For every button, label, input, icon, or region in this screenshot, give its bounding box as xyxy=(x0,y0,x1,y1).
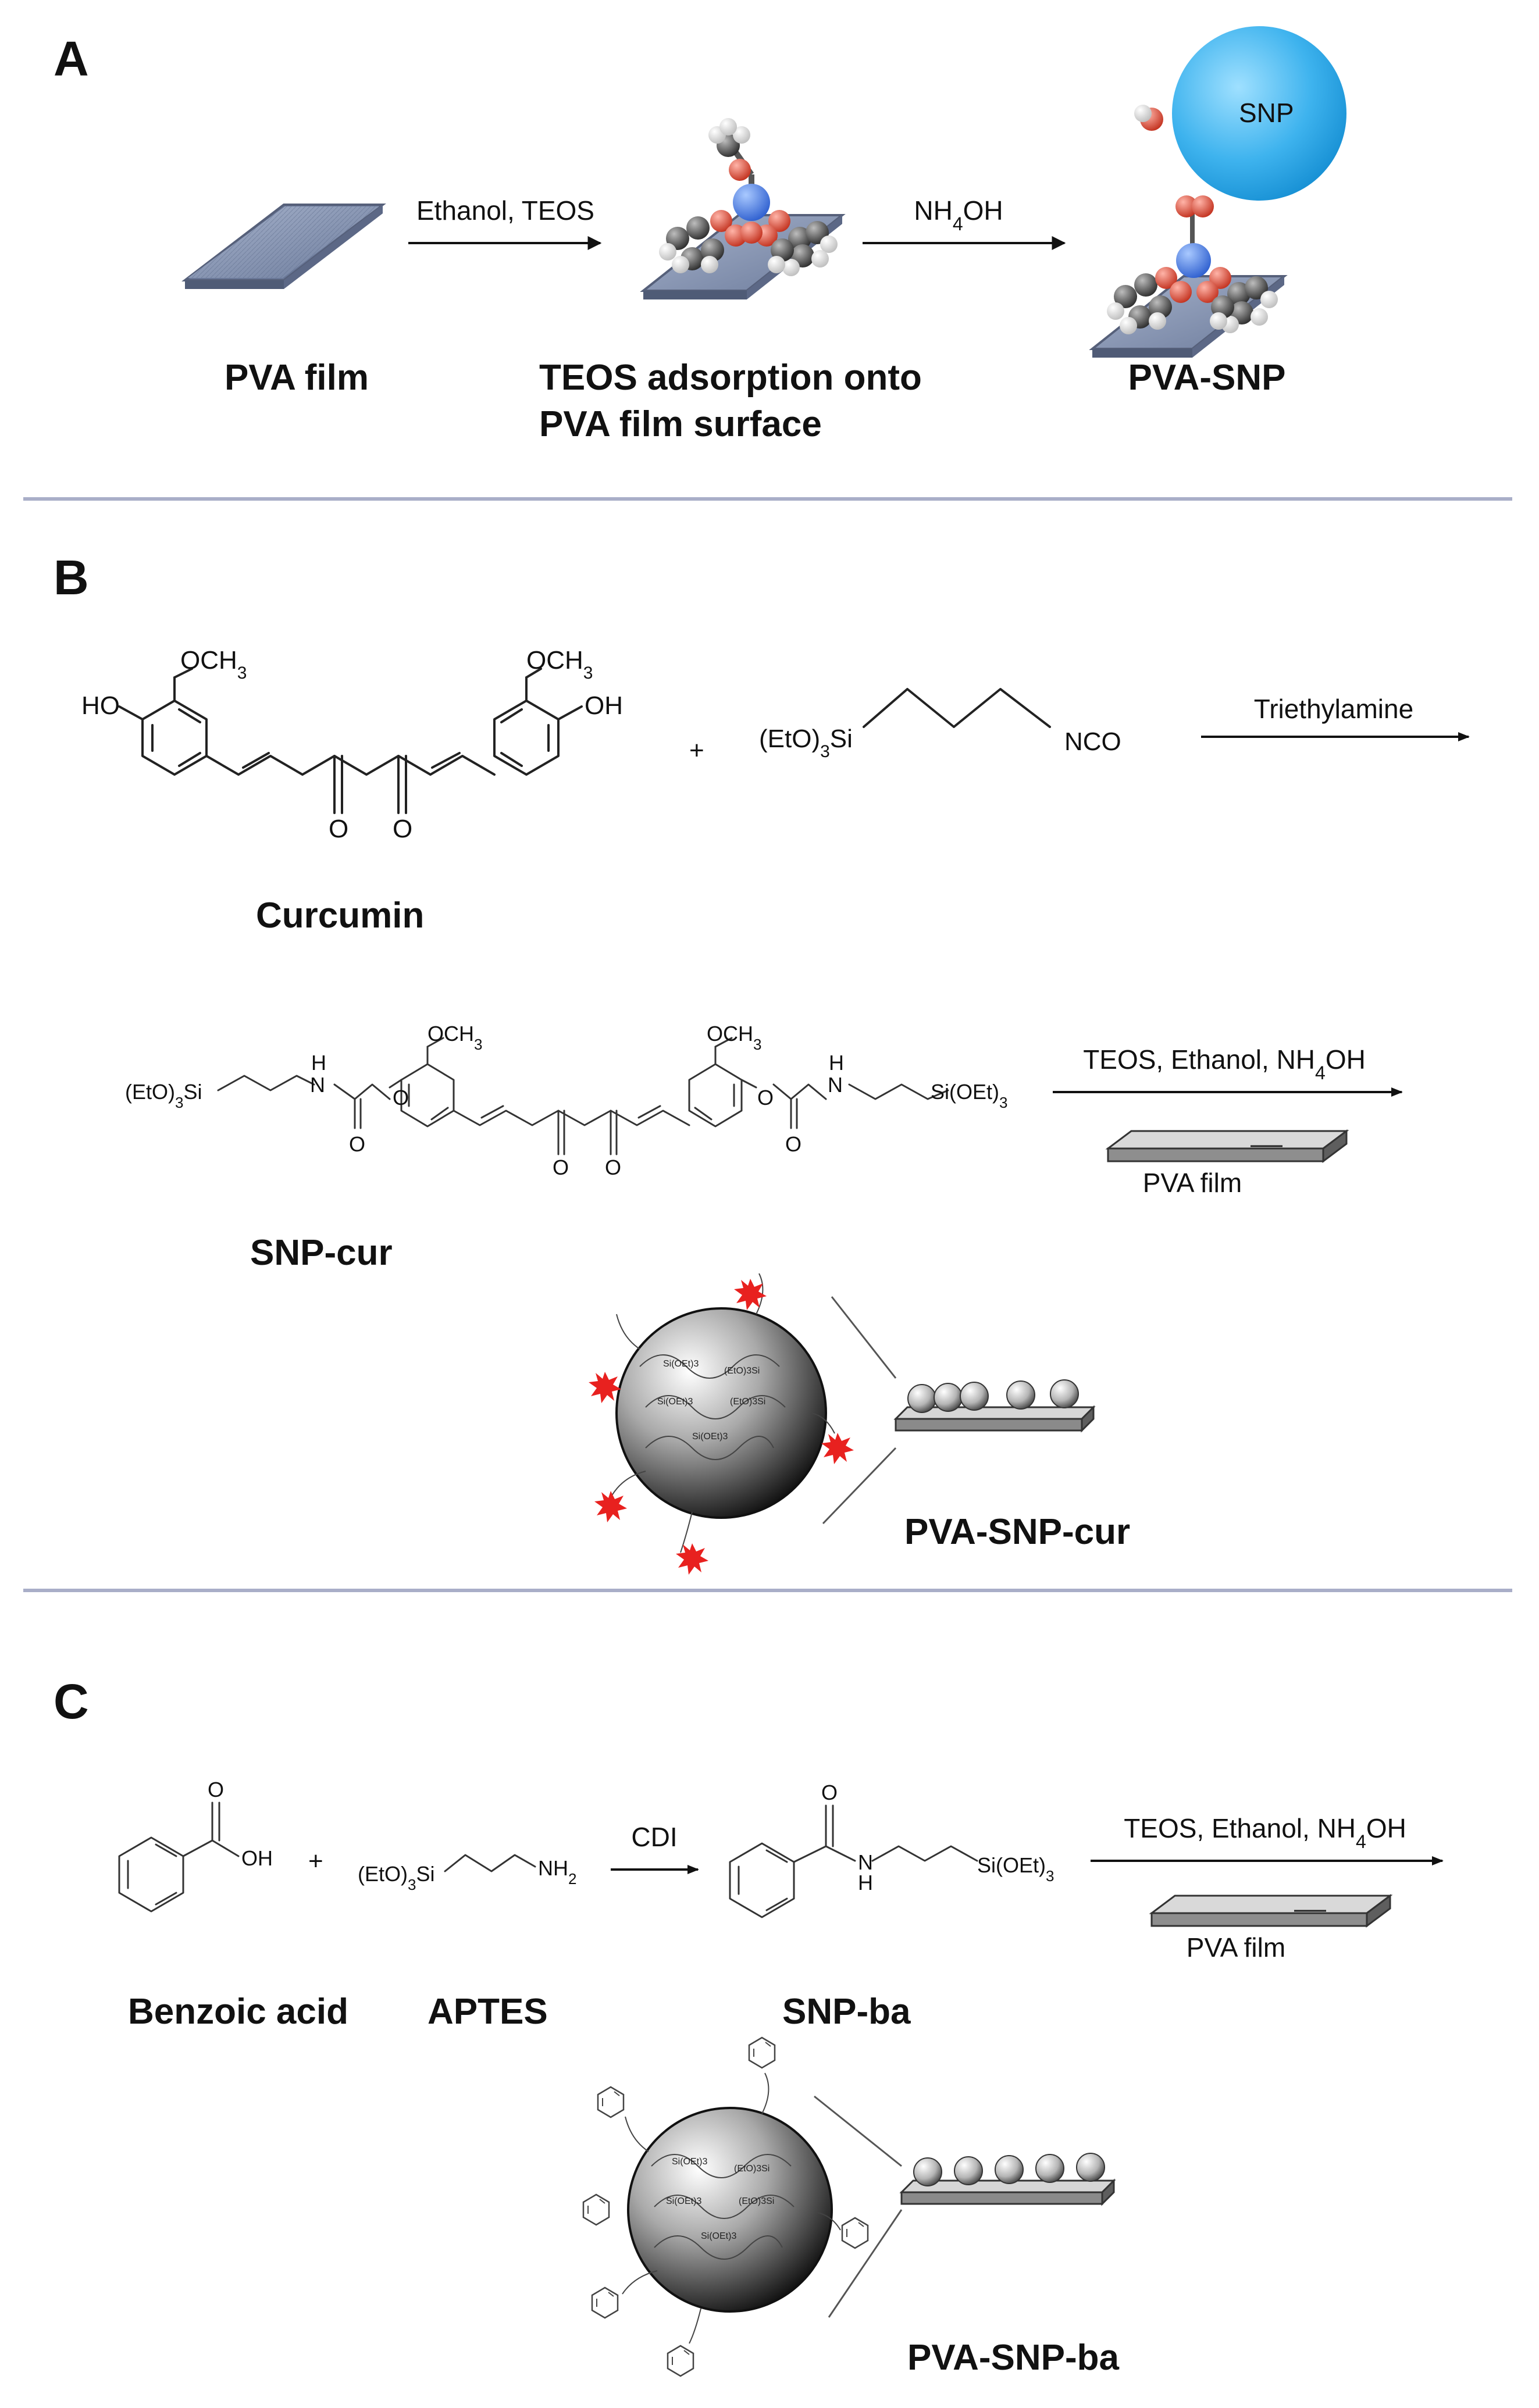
benzoic-oh: OH xyxy=(241,1846,273,1870)
pva-film-plain xyxy=(181,204,386,289)
label-pva-snp: PVA-SNP xyxy=(1128,358,1285,398)
pva-film-with-beads-b xyxy=(893,1379,1096,1433)
conj-o-mid1: O xyxy=(553,1155,569,1179)
conj-left-si: (EtO)3Si xyxy=(125,1080,202,1111)
isocyanate-silane xyxy=(863,688,1051,728)
coupling-label: CDI xyxy=(631,1822,677,1852)
snpba-si: Si(OEt)3 xyxy=(977,1853,1054,1885)
conj-o-mid2: O xyxy=(605,1155,621,1179)
snp-ba-sphere: Si(OEt)3 (EtO)3Si Si(OEt)3 (EtO)3Si Si(O… xyxy=(582,2036,903,2377)
conj-right-si: Si(OEt)3 xyxy=(931,1080,1007,1111)
label-curcumin: Curcumin xyxy=(256,896,424,936)
b-sphere-t4: (EtO)3Si xyxy=(730,1397,765,1407)
label-snp-cur: SNP-cur xyxy=(250,1233,393,1273)
b-sphere-t3: Si(OEt)3 xyxy=(657,1397,693,1407)
step1-reagents: Ethanol, TEOS xyxy=(416,195,594,226)
c-film-label: PVA film xyxy=(1187,1932,1285,1963)
curcumin-oh: OH xyxy=(585,691,623,720)
label-benzoic-acid: Benzoic acid xyxy=(128,1992,348,2032)
conj-left-o: O xyxy=(349,1132,365,1156)
panel-label-a: A xyxy=(54,31,89,86)
curcumin-ho: HO xyxy=(81,691,120,720)
label-aptes: APTES xyxy=(428,1992,548,2032)
b-film-icon xyxy=(1107,1130,1348,1162)
conj-left-n: N xyxy=(310,1073,325,1097)
label-pva-snp-cur: PVA-SNP-cur xyxy=(904,1512,1130,1552)
snp-cur-sphere: Si(OEt)3 (EtO)3Si Si(OEt)3 (EtO)3Si Si(O… xyxy=(589,1273,897,1575)
benzoic-o: O xyxy=(208,1778,224,1801)
conj-och3-left: OCH3 xyxy=(428,1022,482,1053)
curcumin-structure xyxy=(118,668,583,814)
c-sphere-t1: Si(OEt)3 xyxy=(672,2157,707,2167)
snpba-o: O xyxy=(821,1781,838,1804)
label-pva-snp-ba: PVA-SNP-ba xyxy=(907,2338,1120,2378)
snp-ba-structure xyxy=(729,1804,978,1918)
c-sphere-t4: (EtO)3Si xyxy=(739,2196,774,2206)
snp-cur-conjugate xyxy=(217,1037,949,1155)
plus-c: + xyxy=(308,1847,323,1875)
b-sphere-t5: Si(OEt)3 xyxy=(692,1432,728,1442)
panel-label-b: B xyxy=(54,550,89,605)
curcumin-o2: O xyxy=(393,815,412,843)
isocyanate-nco: NCO xyxy=(1064,727,1121,756)
snp-label: SNP xyxy=(1239,98,1294,128)
conj-right-o: O xyxy=(757,1086,774,1110)
snpba-h: H xyxy=(858,1871,873,1895)
c-sphere-t3: Si(OEt)3 xyxy=(666,2196,701,2206)
conj-right-o2: O xyxy=(785,1132,801,1156)
catalyst-label: Triethylamine xyxy=(1254,694,1413,724)
teos-adsorbed-film xyxy=(640,118,846,299)
label-teos-line1: TEOS adsorption onto xyxy=(539,358,922,398)
snpba-n: N xyxy=(858,1850,873,1874)
c-sphere-t2: (EtO)3Si xyxy=(734,2164,770,2174)
curcumin-och3-left: OCH3 xyxy=(180,646,247,683)
snp-sphere xyxy=(1172,26,1346,201)
aptes-si: (EtO)3Si xyxy=(358,1862,434,1893)
pva-snp-assembly: SNP xyxy=(1089,26,1346,358)
step2-reagents: NH4OH xyxy=(914,195,1003,234)
b-step-reagents: TEOS, Ethanol, NH4OH xyxy=(1083,1044,1366,1083)
label-snp-ba: SNP-ba xyxy=(782,1992,911,2032)
conj-left-h: H xyxy=(311,1051,326,1075)
curcumin-o1: O xyxy=(329,815,348,843)
isocyanate-si: (EtO)3Si xyxy=(759,725,853,761)
pva-film-with-beads-c xyxy=(899,2153,1116,2206)
c-film-icon xyxy=(1150,1895,1391,1927)
b-film-label: PVA film xyxy=(1143,1168,1242,1198)
plus-b: + xyxy=(689,736,704,765)
b-sphere-t2: (EtO)3Si xyxy=(724,1366,760,1376)
c-step-reagents: TEOS, Ethanol, NH4OH xyxy=(1124,1813,1406,1852)
curcumin-och3-right: OCH3 xyxy=(526,646,593,683)
label-teos-line2: PVA film surface xyxy=(539,404,822,444)
benzoic-acid-structure xyxy=(118,1801,240,1913)
conj-left-o2: O xyxy=(393,1086,409,1110)
conj-right-h: H xyxy=(829,1051,844,1075)
aptes-structure xyxy=(444,1854,536,1872)
b-sphere-t1: Si(OEt)3 xyxy=(663,1359,699,1369)
panel-label-c: C xyxy=(54,1674,89,1729)
c-sphere-t5: Si(OEt)3 xyxy=(701,2231,736,2241)
label-pva-film: PVA film xyxy=(225,358,369,398)
aptes-nh2: NH2 xyxy=(538,1856,576,1888)
conj-right-n: N xyxy=(828,1073,843,1097)
